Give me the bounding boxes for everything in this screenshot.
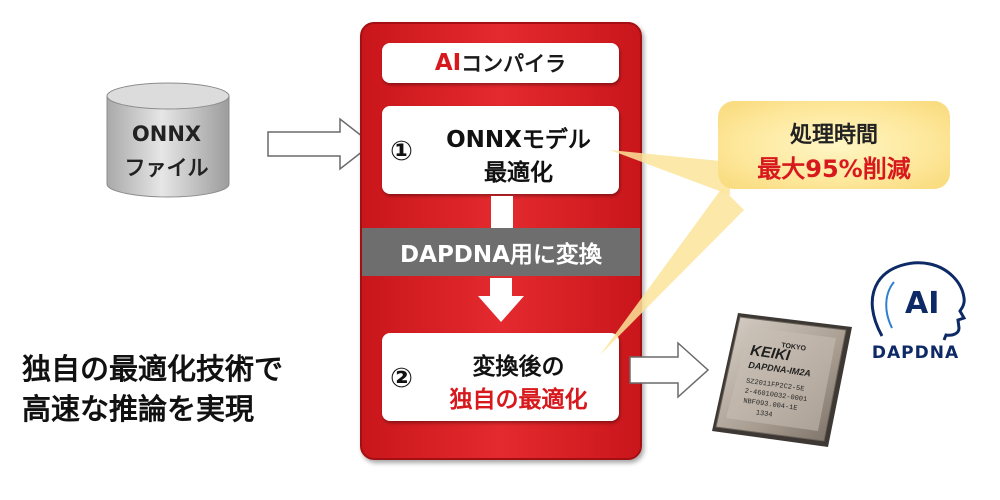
callout-line2: 最大95%削減 [757, 155, 911, 183]
title-ai-text: AI [434, 50, 462, 76]
step1-line2: 最適化 [484, 160, 553, 186]
chip-brand: KEIKI [749, 342, 792, 365]
step1-line1: ONNXモデル [446, 127, 591, 153]
step2-line2: 独自の最適化 [449, 387, 588, 413]
step2-line1: 変換後の [472, 354, 565, 380]
callout-bubble [718, 101, 950, 189]
step1-box: ① ONNXモデル 最適化 [382, 106, 619, 194]
ai-head-logo-icon [870, 261, 967, 341]
dapdna-chip-image: TOKYO KEIKI DAPDNA-IM2A SZ2011FP2C2-5E 2… [712, 313, 852, 447]
onnx-file-cylinder [106, 82, 230, 198]
callout-line1: 処理時間 [789, 123, 878, 148]
step1-number: ① [390, 136, 413, 167]
summary-line1: 独自の最適化技術で [22, 352, 284, 386]
summary-line2: 高速な推論を実現 [22, 392, 255, 426]
logo-ai-text: AI [905, 286, 940, 321]
right-arrow-icon [267, 117, 374, 171]
ai-compiler-title: AI コンパイラ [382, 43, 619, 83]
down-arrow-icon [478, 278, 524, 322]
onnx-file-label-line1: ONNX [131, 122, 202, 146]
title-compiler-text: コンパイラ [461, 52, 567, 76]
chip-vendor: TOKYO [781, 342, 807, 352]
step2-number: ② [390, 363, 413, 394]
connector-square [491, 196, 513, 228]
step2-box: ② 変換後の 独自の最適化 [382, 333, 619, 421]
logo-name-text: DAPDNA [871, 343, 960, 363]
callout-tail [600, 150, 744, 355]
onnx-file-label-line2: ファイル [124, 156, 209, 180]
right-arrow-icon [629, 341, 710, 399]
convert-band: DAPDNA用に変換 [362, 228, 640, 276]
chip-line4: 1334 [755, 409, 773, 419]
